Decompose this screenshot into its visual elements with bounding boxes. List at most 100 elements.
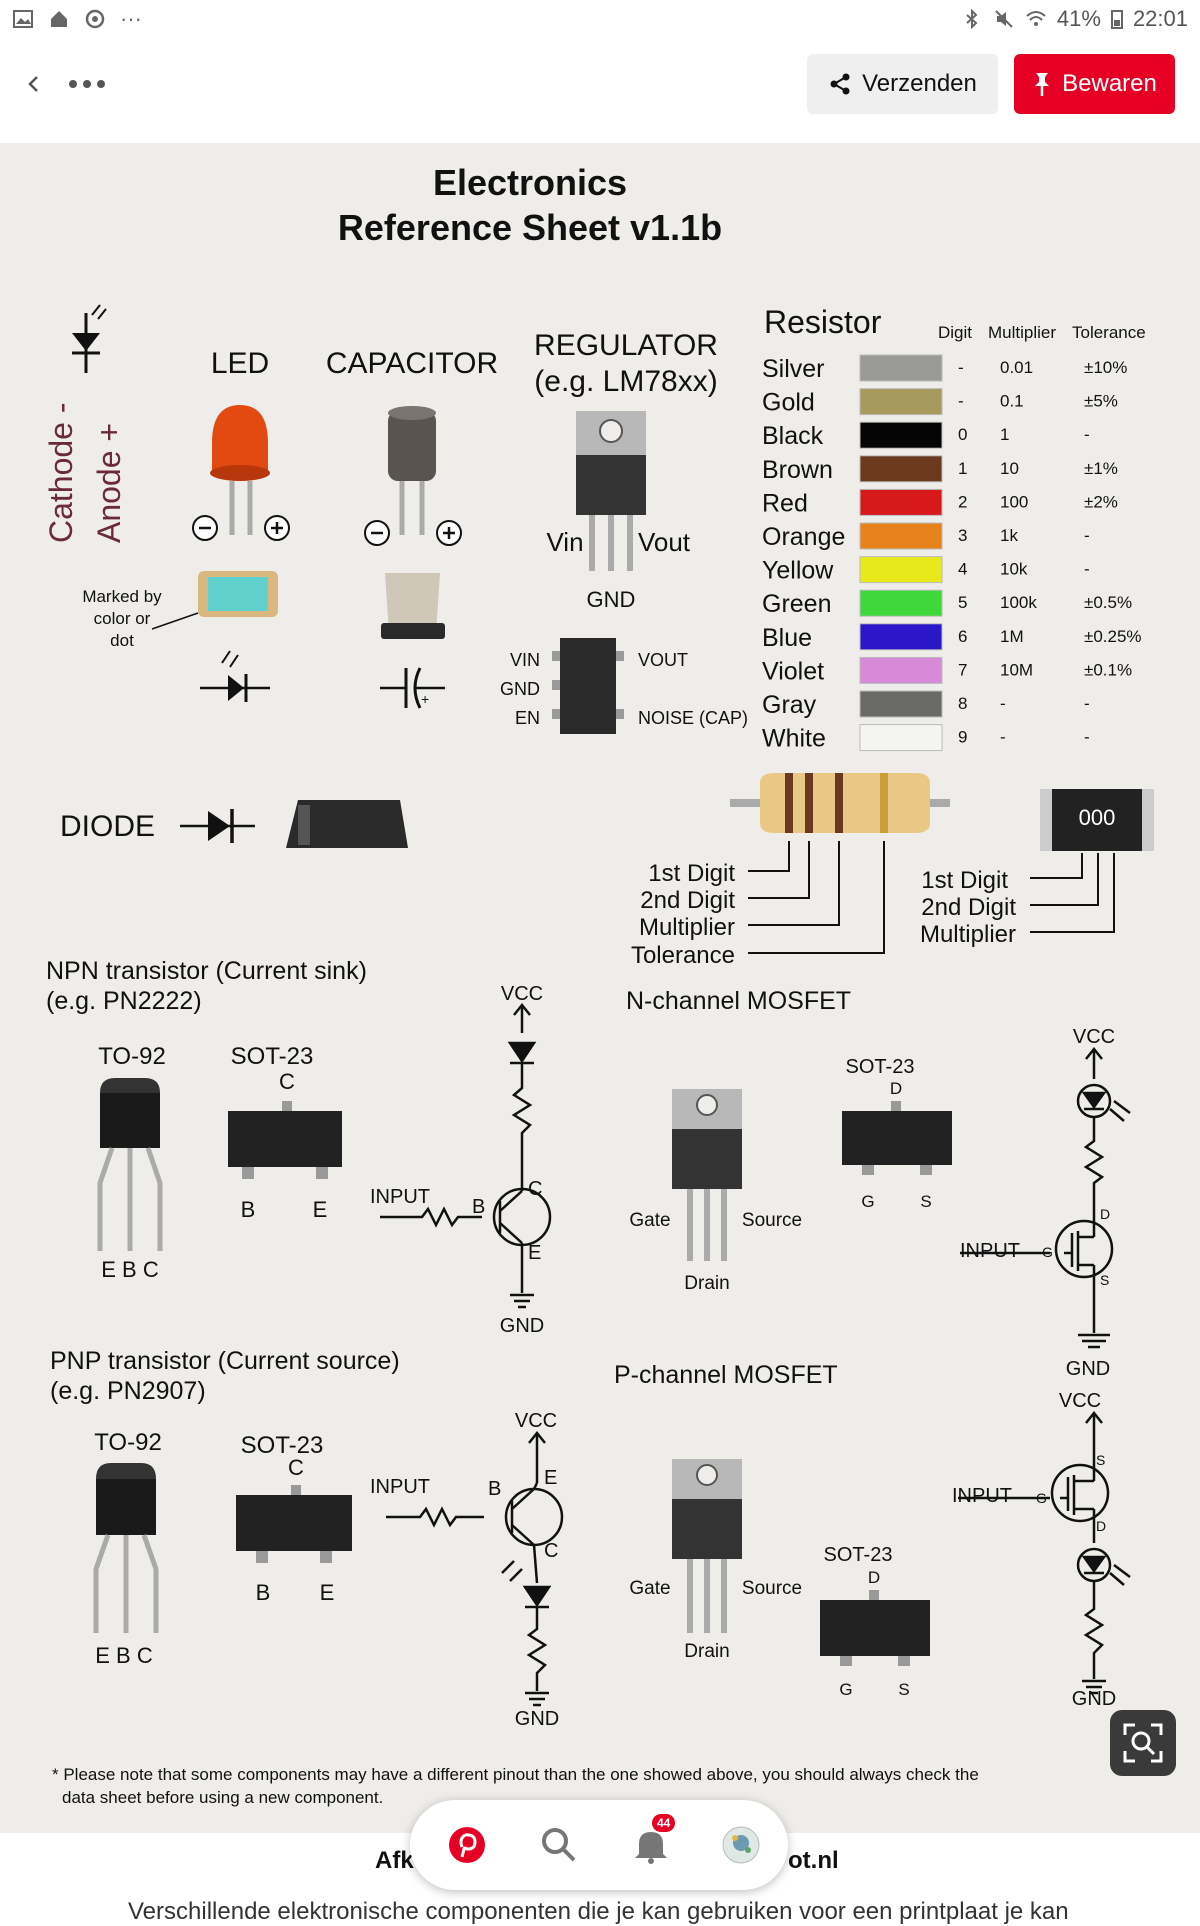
resistor-smd-icon xyxy=(1040,789,1154,851)
battery-icon xyxy=(1110,8,1123,30)
resistor-tolerance: ±10% xyxy=(1084,358,1127,377)
npn-circuit-e: E xyxy=(528,1242,541,1264)
nmos-sot23-g: G xyxy=(861,1192,874,1211)
led-polarity-label: Cathode - Anode + xyxy=(43,304,127,543)
pnp-sot23-label: SOT-23 xyxy=(241,1432,324,1459)
sheet-title-line2: Reference Sheet v1.1b xyxy=(338,207,722,248)
resistor-color-name: Black xyxy=(762,422,824,450)
resistor-color-swatch xyxy=(859,388,943,416)
source-text-right: ot.nl xyxy=(788,1847,839,1874)
diode-label: DIODE xyxy=(60,810,155,843)
resistor-color-name: White xyxy=(762,725,826,753)
bluetooth-icon xyxy=(961,8,983,30)
pnp-sot23-icon xyxy=(236,1485,352,1563)
pnp-sot23-c: C xyxy=(288,1455,304,1480)
resistor-multiplier: 0.01 xyxy=(1000,358,1033,377)
footnote-line1: * Please note that some components may h… xyxy=(52,1765,979,1784)
pmos-title: P-channel MOSFET xyxy=(614,1361,838,1389)
pnp-circuit-diagram xyxy=(386,1430,564,1707)
resistor-multiplier: 1M xyxy=(1000,627,1024,646)
npn-sot23-e: E xyxy=(313,1197,328,1222)
avatar xyxy=(722,1826,760,1864)
resistor-color-swatch xyxy=(859,656,943,684)
nmos-to220-icon xyxy=(672,1089,742,1261)
smd-legend-2nd: 2nd Digit xyxy=(921,894,1016,921)
save-button[interactable]: Bewaren xyxy=(1014,54,1175,114)
nmos-drain: Drain xyxy=(684,1273,729,1294)
smd-gnd: GND xyxy=(500,679,540,699)
share-button[interactable]: Verzenden xyxy=(807,54,998,114)
resistor-tolerance: - xyxy=(1084,728,1090,747)
resistor-multiplier: 1k xyxy=(1000,526,1018,545)
npn-sot23-c: C xyxy=(279,1069,295,1094)
pnp-vcc: VCC xyxy=(515,1410,557,1432)
search-icon xyxy=(542,1828,576,1862)
legend-multiplier: Multiplier xyxy=(639,914,735,941)
pin-image[interactable]: Electronics Reference Sheet v1.1b Cathod… xyxy=(0,143,1200,1833)
nav-search[interactable] xyxy=(534,1820,584,1870)
resistor-tolerance: ±0.5% xyxy=(1084,593,1132,612)
resistor-digit: 9 xyxy=(958,728,967,747)
resistor-col-digit: Digit xyxy=(938,323,972,342)
resistor-multiplier: 10M xyxy=(1000,660,1033,679)
nav-home[interactable] xyxy=(442,1820,492,1870)
resistor-color-swatch xyxy=(859,556,943,584)
pnp-circuit-c: C xyxy=(544,1540,558,1562)
nav-profile[interactable] xyxy=(716,1820,766,1870)
pmos-drain: Drain xyxy=(684,1641,729,1662)
footnote-line2: data sheet before using a new component. xyxy=(62,1788,383,1807)
nmos-gnd: GND xyxy=(1066,1358,1110,1380)
npn-to92-label: TO-92 xyxy=(98,1043,166,1070)
npn-circuit-diagram xyxy=(380,1002,552,1309)
npn-title-line2: (e.g. PN2222) xyxy=(46,987,202,1015)
resistor-multiplier: - xyxy=(1000,728,1006,747)
more-notifications-icon: ··· xyxy=(120,6,142,31)
pnp-sot23-b: B xyxy=(256,1580,271,1605)
resistor-color-swatch xyxy=(859,421,943,449)
nav-notifications[interactable]: 44 xyxy=(626,1814,676,1870)
pmos-to220-icon xyxy=(672,1459,742,1633)
pmos-sot23-g: G xyxy=(839,1680,852,1699)
nmos-input: INPUT xyxy=(960,1240,1020,1262)
battery-percent: 41% xyxy=(1056,6,1101,31)
resistor-color-name: Blue xyxy=(762,624,812,652)
resistor-tolerance: ±5% xyxy=(1084,392,1118,411)
back-button[interactable] xyxy=(14,64,54,104)
source-text-left: Afk xyxy=(375,1847,414,1874)
pnp-sot23-e: E xyxy=(320,1580,335,1605)
resistor-color-name: Gray xyxy=(762,691,817,719)
smd-vout: VOUT xyxy=(638,650,688,670)
resistor-digit: 7 xyxy=(958,660,967,679)
pmos-sot23-d: D xyxy=(868,1568,880,1587)
legend-1st-digit: 1st Digit xyxy=(648,860,735,887)
led-symbol-vertical-icon xyxy=(72,304,107,373)
diode-smd-icon xyxy=(286,800,408,848)
npn-gnd: GND xyxy=(500,1315,544,1337)
smd-resistor-code: 000 xyxy=(1079,805,1116,830)
nmos-sot23-icon xyxy=(842,1101,952,1175)
regulator-smd-icon xyxy=(552,638,624,734)
nmos-vcc: VCC xyxy=(1073,1026,1115,1048)
pnp-to92-label: TO-92 xyxy=(94,1429,162,1456)
pmos-input: INPUT xyxy=(952,1485,1012,1507)
pmos-circuit-g: G xyxy=(1036,1490,1047,1506)
resistor-tolerance: - xyxy=(1084,694,1090,713)
visual-search-button[interactable] xyxy=(1110,1710,1176,1776)
reference-sheet: Electronics Reference Sheet v1.1b Cathod… xyxy=(43,162,1154,1807)
bell-icon xyxy=(635,1832,667,1864)
pnp-title-line1: PNP transistor (Current source) xyxy=(50,1347,400,1375)
nmos-sot23-s: S xyxy=(920,1192,931,1211)
resistor-color-name: Yellow xyxy=(762,557,834,585)
resistor-color-swatch xyxy=(859,488,943,516)
resistor-color-swatch xyxy=(859,724,943,752)
more-options-button[interactable] xyxy=(62,64,112,104)
resistor-tolerance: - xyxy=(1084,560,1090,579)
pmos-circuit-s: S xyxy=(1096,1452,1105,1468)
nmos-circuit-diagram xyxy=(960,1046,1131,1349)
resistor-color-name: Gold xyxy=(762,389,815,417)
npn-input: INPUT xyxy=(370,1186,430,1208)
pnp-title-line2: (e.g. PN2907) xyxy=(50,1377,206,1405)
resistor-color-name: Silver xyxy=(762,355,825,383)
resistor-digit: 0 xyxy=(958,425,967,444)
